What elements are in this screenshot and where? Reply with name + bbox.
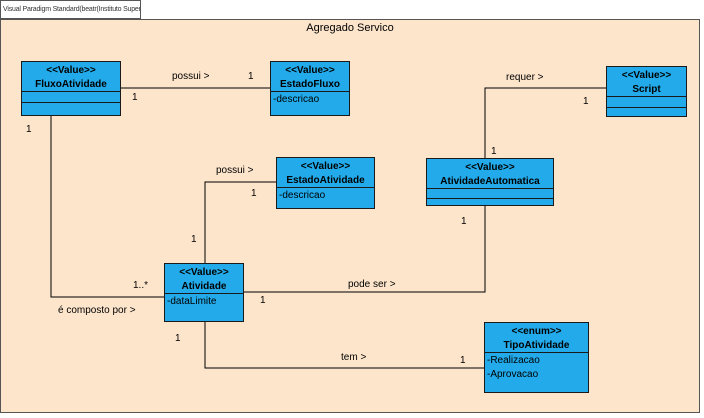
assoc-label: pode ser > bbox=[348, 279, 396, 290]
multiplicity-label: 1..* bbox=[133, 280, 149, 291]
class-name: Script bbox=[632, 84, 661, 95]
class-script[interactable]: <<Value>> Script bbox=[606, 66, 687, 117]
assoc-label: requer > bbox=[506, 72, 544, 83]
package-tab: Visual Paradigm Standard(beatr(Instituto… bbox=[0, 0, 141, 19]
multiplicity-label: 1 bbox=[460, 355, 466, 366]
class-atividade[interactable]: <<Value>> Atividade -dataLimite bbox=[164, 263, 244, 322]
attribute: -dataLimite bbox=[167, 296, 217, 307]
multiplicity-label: 1 bbox=[491, 146, 497, 157]
assoc-label: tem > bbox=[341, 352, 367, 363]
multiplicity-label: 1 bbox=[132, 92, 138, 103]
assoc-line-atividade-tipo bbox=[204, 322, 484, 369]
multiplicity-label: 1 bbox=[260, 295, 266, 306]
assoc-line-auto-script bbox=[484, 87, 606, 158]
class-name: Atividade bbox=[181, 281, 227, 292]
stereotype-label: <<Value>> bbox=[621, 70, 672, 81]
multiplicity-label: 1 bbox=[26, 124, 32, 135]
multiplicity-label: 1 bbox=[251, 188, 257, 199]
multiplicity-label: 1 bbox=[583, 96, 589, 107]
attribute: -descricao bbox=[273, 94, 320, 105]
class-name: EstadoAtividade bbox=[286, 175, 365, 186]
stereotype-label: <<enum>> bbox=[511, 326, 562, 337]
assoc-label: possui > bbox=[172, 71, 210, 82]
attribute: -Aprovacao bbox=[487, 369, 539, 380]
class-name: EstadoFluxo bbox=[279, 79, 340, 90]
class-tipo-atividade[interactable]: <<enum>> TipoAtividade -Realizacao -Apro… bbox=[484, 322, 589, 393]
class-atividade-automatica[interactable]: <<Value>> AtividadeAutomatica bbox=[426, 158, 554, 206]
class-estado-atividade[interactable]: <<Value>> EstadoAtividade -descricao bbox=[276, 157, 375, 209]
multiplicity-label: 1 bbox=[461, 216, 467, 227]
stereotype-label: <<Value>> bbox=[285, 65, 335, 76]
attribute: -Realizacao bbox=[487, 355, 540, 366]
stereotype-label: <<Value>> bbox=[179, 267, 229, 278]
class-name: FluxoAtividade bbox=[35, 79, 107, 90]
assoc-label: possui > bbox=[216, 165, 254, 176]
stereotype-label: <<Value>> bbox=[46, 65, 96, 76]
class-name: TipoAtividade bbox=[503, 340, 570, 351]
attribute: -descricao bbox=[279, 190, 326, 201]
assoc-line-atividade-auto bbox=[244, 206, 486, 293]
assoc-label: é composto por > bbox=[58, 305, 136, 316]
multiplicity-label: 1 bbox=[191, 234, 197, 245]
multiplicity-label: 1 bbox=[248, 71, 254, 82]
multiplicity-label: 1 bbox=[175, 333, 181, 344]
class-name: AtividadeAutomatica bbox=[440, 176, 540, 187]
class-fluxo-atividade[interactable]: <<Value>> FluxoAtividade bbox=[21, 61, 121, 116]
assoc-line-atividade-estadoatividade bbox=[204, 181, 276, 263]
stereotype-label: <<Value>> bbox=[465, 162, 515, 173]
assoc-line-fluxo-atividade bbox=[50, 116, 164, 298]
class-estado-fluxo[interactable]: <<Value>> EstadoFluxo -descricao bbox=[270, 61, 350, 116]
stereotype-label: <<Value>> bbox=[300, 161, 351, 172]
package-title: Agregado Servico bbox=[306, 22, 394, 34]
